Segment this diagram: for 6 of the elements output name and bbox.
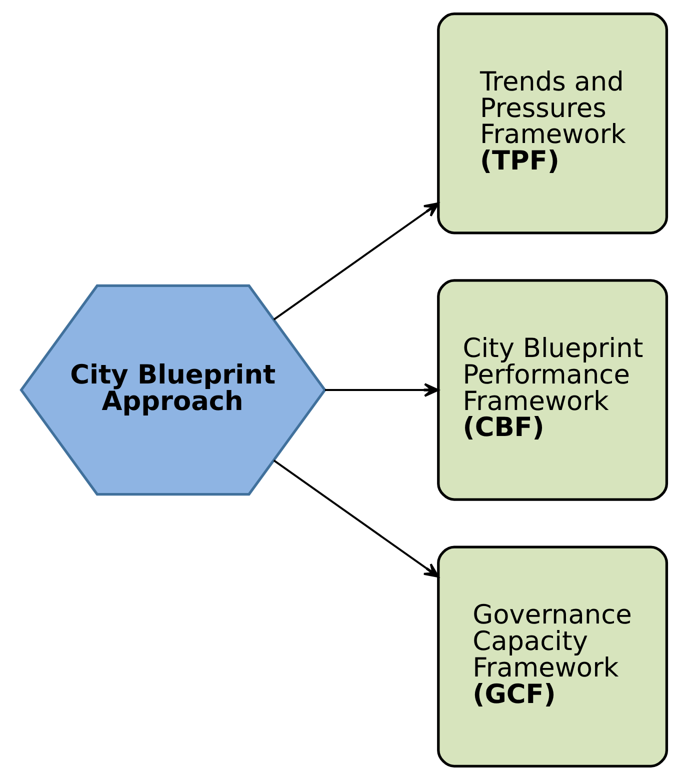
node-box: Trends and Pressures Framework (TPF) [437, 12, 668, 234]
arrow [273, 460, 440, 578]
node-box: Governance Capacity Framework (GCF) [437, 546, 668, 768]
node-box: City Blueprint Performance Framework (CBF) [437, 279, 668, 501]
arrow [273, 202, 440, 320]
arrow [324, 383, 440, 397]
